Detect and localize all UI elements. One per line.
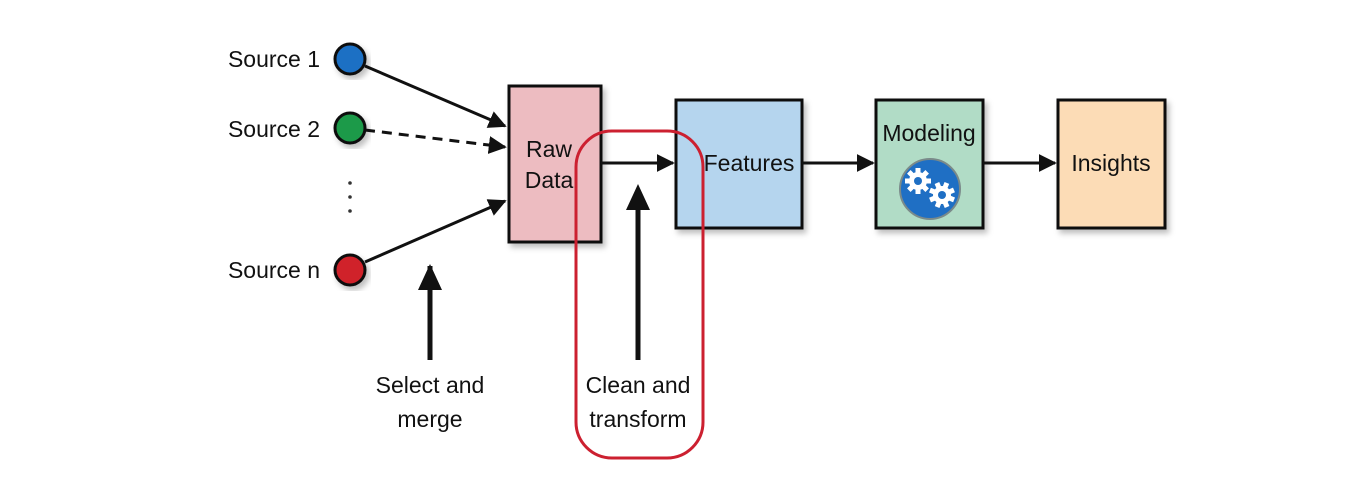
arrow-source-1 — [364, 64, 507, 128]
modeling-label: Modeling — [882, 120, 975, 146]
insights-label: Insights — [1071, 150, 1150, 176]
raw-data-label-line1: Raw — [526, 136, 572, 162]
modeling-box: Modeling — [874, 98, 985, 230]
raw-data-box: Raw Data — [507, 84, 603, 244]
select-merge-arrowhead — [418, 264, 442, 290]
clean-transform-highlight — [574, 129, 705, 460]
arrow-source-n — [364, 199, 507, 264]
source-1-node — [333, 42, 367, 76]
gears-icon — [899, 158, 961, 220]
source-2-label: Source 2 — [228, 116, 320, 142]
features-label: Features — [704, 150, 795, 176]
arrow-source-2 — [364, 128, 507, 154]
source-1-label: Source 1 — [228, 46, 320, 72]
select-merge-label-line2: merge — [397, 406, 462, 432]
clean-transform-arrowhead — [626, 184, 650, 210]
source-n-label: Source n — [228, 257, 320, 283]
raw-data-label-line2: Data — [525, 167, 574, 193]
clean-transform-label-line1: Clean and — [586, 372, 691, 398]
clean-transform-label-line2: transform — [589, 406, 686, 432]
ellipsis-dots — [348, 181, 352, 213]
select-merge-label-line1: Select and — [376, 372, 485, 398]
features-box: Features — [674, 98, 804, 230]
source-2-node — [333, 111, 367, 145]
insights-box: Insights — [1056, 98, 1167, 230]
source-n-node — [333, 253, 367, 287]
